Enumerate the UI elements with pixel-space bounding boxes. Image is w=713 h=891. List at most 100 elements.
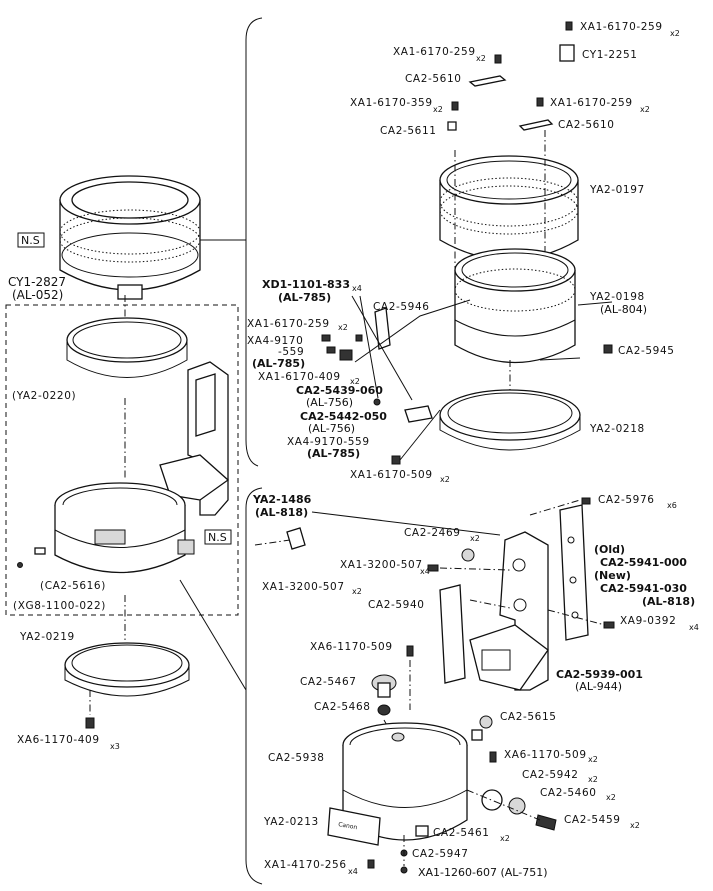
label-xa9-0392: XA9-0392 [620,615,676,627]
label-ca2-5610-b: CA2-5610 [558,119,615,131]
label-ca2-5939-001: CA2-5939-001 [556,668,643,681]
label-ca2-5941-000: CA2-5941-000 [600,556,687,569]
ca2-5941-plate [559,504,589,641]
qty-xa1-6170-359: x2 [433,105,443,114]
qty-xa1-6170-259-d: x2 [338,323,348,332]
label-ns-top: N.S [21,234,40,247]
tripod-mount-housing [159,361,230,516]
label-xa1-6170-409: XA1-6170-409 [258,371,341,383]
label-xa1-4170-256: XA1-4170-256 [264,859,347,871]
label-dash-559: -559 [278,346,304,358]
label-ca2-5938: CA2-5938 [268,752,325,764]
label-ya2-0219: YA2-0219 [19,631,75,643]
label-xa1-6170-259-d: XA1-6170-259 [247,318,330,330]
label-al-785-b: (AL-785) [252,357,305,370]
ya2-0197-focus-ring [439,155,579,261]
qty-xa1-6170-409: x2 [350,377,360,386]
label-ca2-5941-030: CA2-5941-030 [600,582,687,595]
qty-ca2-5461: x2 [500,834,510,843]
ca2-5442-050-lever [404,405,433,423]
label-xa1-6170-359: XA1-6170-359 [350,97,433,109]
label-xa6-1170-409: XA6-1170-409 [17,734,100,746]
ca2-2469-screws [427,548,475,572]
label-ca2-2469: CA2-2469 [404,527,461,539]
ca2-5610-lever-a [468,75,507,87]
label-xa4-9170-559: XA4-9170-559 [287,436,370,448]
label-ca2-5468: CA2-5468 [314,701,371,713]
label-ca2-5442-050: CA2-5442-050 [300,410,387,423]
label-ca2-5942: CA2-5942 [522,769,579,781]
label-al-818-b: (AL-818) [642,595,695,608]
qty-xa1-6170-509: x2 [440,475,450,484]
label-al-756-b: (AL-756) [308,422,355,435]
ca2-5610-lever-b [518,119,554,131]
ca2-5615-parts [471,715,493,741]
qty-ca2-5942: x2 [588,775,598,784]
ns-box-mid [204,529,232,545]
ca2-5976-screw [581,497,591,505]
xa9-0392-screw [603,621,615,629]
collar-knob [177,539,195,555]
label-xa1-3200-507-b: XA1-3200-507 [262,581,345,593]
ca2-5946-plate [374,307,391,350]
label-ca2-5460: CA2-5460 [540,787,597,799]
xa1-1260-607-screw [400,866,408,874]
label-ya2-0220: (YA2-0220) [12,390,76,402]
label-xa6-1170-509-b: XA6-1170-509 [504,749,587,761]
label-ya2-0218: YA2-0218 [589,423,645,435]
label-xa1-1260-607: XA1-1260-607 (AL-751) [418,866,548,879]
qty-xa6-1170-409: x3 [110,742,120,751]
ca2-5611-clip [447,121,457,131]
label-old: (Old) [594,543,625,556]
label-ca2-5439-060: CA2-5439-060 [296,384,383,397]
label-ns-mid: N.S [208,531,227,544]
label-xa1-6170-259-b: XA1-6170-259 [393,46,476,58]
lower-bracket-leader [179,579,247,691]
ca2-5467-knob [371,674,397,716]
xa6-1170-509-screw-b [489,751,497,763]
cy1-2827-ring-assembly [59,175,201,300]
upper-group-bracket [245,17,263,467]
qty-ca2-2469: x2 [470,534,480,543]
label-xa1-3200-507-a: XA1-3200-507 [340,559,423,571]
xa6-1170-409-screw [85,717,95,729]
cy1-2251-part [559,44,575,62]
ya2-0220-ring [66,317,188,378]
label-xa6-1170-509-a: XA6-1170-509 [310,641,393,653]
label-ya2-0198: YA2-0198 [589,291,645,303]
ya2-0198-inner-ring [454,248,576,364]
ca2-5939-foot-body [469,531,549,691]
qty-xa6-1170-509-b: x2 [588,755,598,764]
label-xd1-1101-833: XD1-1101-833 [262,278,350,291]
ya2-0218-ring [439,389,581,451]
label-xg8-1100-022: (XG8-1100-022) [13,600,106,612]
label-cy1-2827: CY1-2827 [8,275,66,289]
label-cy1-2251: CY1-2251 [582,49,638,61]
label-ca2-5611: CA2-5611 [380,125,437,137]
ca2-5940-pad [439,584,466,684]
label-ca2-5940: CA2-5940 [368,599,425,611]
qty-xa1-3200-507-a: x4 [420,567,430,576]
qty-xa1-6170-259-top: x2 [670,29,680,38]
label-ca2-5976: CA2-5976 [598,494,655,506]
label-al-818-a: (AL-818) [255,506,308,519]
label-al-785-c: (AL-785) [307,447,360,460]
label-ca2-5945: CA2-5945 [618,345,675,357]
top-screws [451,21,573,111]
label-ca2-5610-a: CA2-5610 [405,73,462,85]
label-ca2-5461: CA2-5461 [433,827,490,839]
label-ca2-5947: CA2-5947 [412,848,469,860]
ya2-0219-ring [64,642,190,697]
qty-ca2-5459: x2 [630,821,640,830]
label-al-944: (AL-944) [575,680,622,693]
qty-xa1-6170-259-c: x2 [640,105,650,114]
ya2-1486-cap [286,527,306,550]
tripod-collar-ring [54,482,186,574]
qty-xa1-4170-256: x4 [348,867,358,876]
ca2-5461-pin [415,825,429,837]
label-ca2-5616: (CA2-5616) [40,580,106,592]
xa1-4170-256-screw [367,859,375,869]
qty-xa1-3200-507-b: x2 [352,587,362,596]
label-ya2-0213: YA2-0213 [263,816,319,828]
